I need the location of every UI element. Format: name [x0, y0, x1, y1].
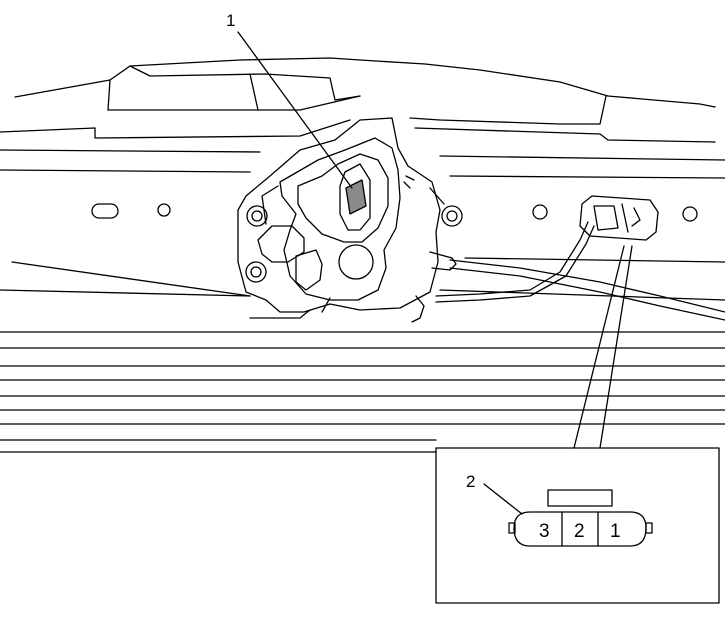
connector-inset-box [435, 447, 720, 604]
callout-2-label: 2 [466, 472, 475, 491]
pin-3-label: 3 [539, 521, 550, 542]
leader-line-2 [483, 483, 523, 515]
mounting-holes [91, 203, 698, 222]
vehicle-connector [579, 195, 659, 241]
pin-2-label: 2 [574, 521, 585, 542]
callout-1-label: 1 [226, 11, 235, 30]
upper-panel [0, 57, 725, 179]
latch-switch-shaded [345, 179, 367, 215]
cable-harness [435, 221, 725, 321]
leader-line-left [573, 245, 625, 449]
connector-face [508, 489, 653, 547]
leader-line-1 [237, 31, 353, 189]
pin-1-label: 1 [610, 521, 621, 542]
crossmember [0, 257, 725, 453]
hood-latch [237, 117, 463, 323]
leader-line-right [599, 245, 633, 449]
